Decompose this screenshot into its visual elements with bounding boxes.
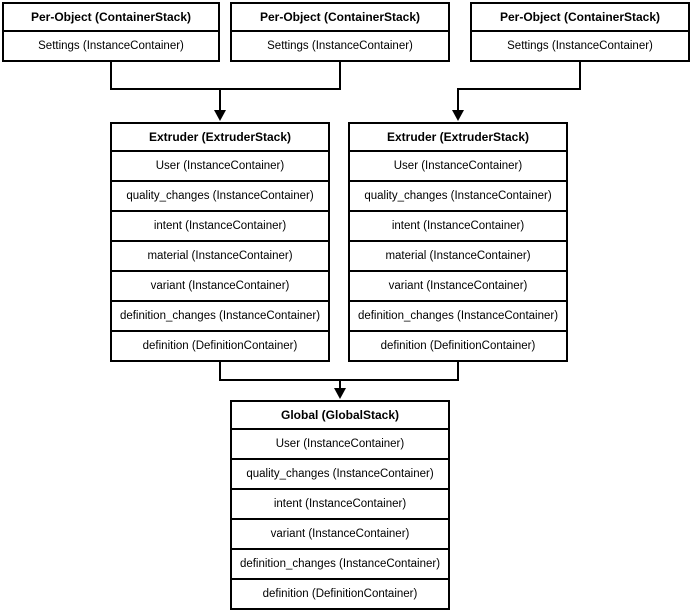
- arrowhead-global: [334, 388, 346, 399]
- stack-title: Extruder (ExtruderStack): [112, 124, 328, 152]
- container-row: material (InstanceContainer): [112, 242, 328, 272]
- per-object-stack-2: Per-Object (ContainerStack) Settings (In…: [230, 2, 450, 62]
- container-row: material (InstanceContainer): [350, 242, 566, 272]
- container-row: definition (DefinitionContainer): [142, 340, 298, 352]
- stack-title: Global (GlobalStack): [232, 402, 448, 430]
- stack-title: Per-Object (ContainerStack): [4, 4, 218, 32]
- container-row: Settings (InstanceContainer): [267, 40, 413, 52]
- container-row: User (InstanceContainer): [350, 152, 566, 182]
- stack-title: Extruder (ExtruderStack): [350, 124, 566, 152]
- container-row: definition_changes (InstanceContainer): [350, 302, 566, 332]
- container-row: Settings (InstanceContainer): [507, 40, 653, 52]
- container-row: intent (InstanceContainer): [350, 212, 566, 242]
- connector-perobject12-to-extruder1: [110, 62, 341, 90]
- container-row: User (InstanceContainer): [232, 430, 448, 460]
- container-row: definition (DefinitionContainer): [262, 588, 418, 600]
- per-object-stack-1: Per-Object (ContainerStack) Settings (In…: [2, 2, 220, 62]
- container-row: User (InstanceContainer): [112, 152, 328, 182]
- container-row: definition (DefinitionContainer): [380, 340, 536, 352]
- per-object-stack-3: Per-Object (ContainerStack) Settings (In…: [470, 2, 690, 62]
- container-row: intent (InstanceContainer): [112, 212, 328, 242]
- stack-title: Per-Object (ContainerStack): [472, 4, 688, 32]
- container-row: quality_changes (InstanceContainer): [232, 460, 448, 490]
- arrowhead-extruder1: [214, 110, 226, 121]
- stack-title: Per-Object (ContainerStack): [232, 4, 448, 32]
- global-stack: Global (GlobalStack) User (InstanceConta…: [230, 400, 450, 610]
- container-row: Settings (InstanceContainer): [38, 40, 184, 52]
- container-row: intent (InstanceContainer): [232, 490, 448, 520]
- connector-perobject3-to-extruder2: [457, 62, 581, 112]
- container-row: definition_changes (InstanceContainer): [112, 302, 328, 332]
- container-row: quality_changes (InstanceContainer): [350, 182, 566, 212]
- container-row: variant (InstanceContainer): [350, 272, 566, 302]
- extruder-stack-2: Extruder (ExtruderStack) User (InstanceC…: [348, 122, 568, 362]
- container-row: definition_changes (InstanceContainer): [232, 550, 448, 580]
- extruder-stack-1: Extruder (ExtruderStack) User (InstanceC…: [110, 122, 330, 362]
- container-row: quality_changes (InstanceContainer): [112, 182, 328, 212]
- container-row: variant (InstanceContainer): [112, 272, 328, 302]
- container-row: variant (InstanceContainer): [232, 520, 448, 550]
- arrowhead-extruder2: [452, 110, 464, 121]
